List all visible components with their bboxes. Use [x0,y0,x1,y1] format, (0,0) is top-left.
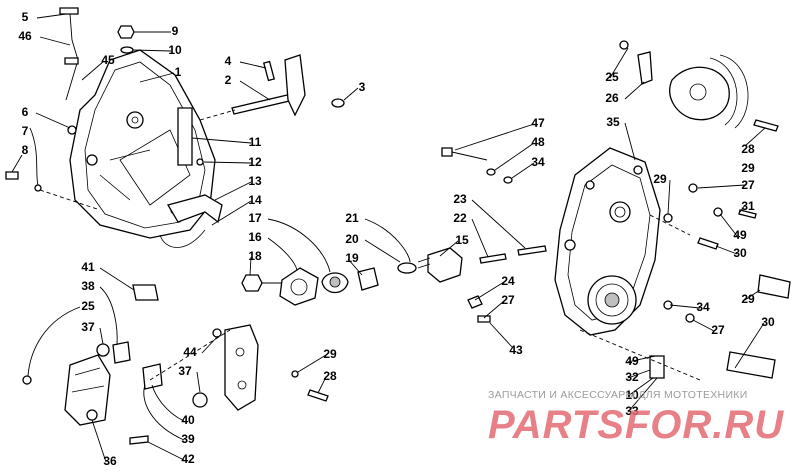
callout-label: 10 [168,43,182,57]
callout-label: 37 [81,320,95,334]
callout-label: 34 [531,155,545,169]
callout-label: 6 [22,105,29,119]
callout-label: 11 [249,135,262,149]
bottom-left-caliper-assembly [22,284,329,445]
callout-label: 29 [323,347,337,361]
callout-label: 31 [741,199,755,213]
callout-label: 7 [22,124,29,138]
callout-label: 4 [225,54,232,68]
callout-label: 42 [181,452,195,466]
top-right-disc-assembly [619,40,779,132]
callout-label: 27 [741,178,755,192]
callout-label: 29 [741,161,755,175]
right-gearcase-assembly [441,147,791,379]
callout-label: 13 [248,174,262,188]
alignment-lines [39,109,701,381]
callout-label: 20 [345,232,359,246]
callout-label: 24 [501,274,515,288]
callout-label: 46 [18,29,32,43]
watermark-brand: PARTSFOR.RU [488,403,784,447]
callout-label: 41 [81,260,95,274]
callout-label: 49 [733,228,747,242]
callout-label: 5 [22,10,29,24]
callout-label: 34 [696,300,710,314]
callout-label: 30 [733,246,747,260]
callout-label: 29 [653,172,667,186]
callout-label: 39 [181,432,195,446]
callout-label: 22 [453,211,467,225]
callout-label: 28 [741,142,755,156]
callout-label: 43 [509,343,523,357]
watermark-tagline: ЗАПЧАСТИ И АКСЕССУАРЫ ДЛЯ МОТОТЕХНИКИ [488,389,748,401]
shift-rod-assembly [231,54,345,117]
callout-label: 8 [22,143,29,157]
callout-label: 49 [625,354,639,368]
callout-label: 35 [606,115,620,129]
center-drive-parts [241,245,547,323]
callout-label: 19 [345,251,359,265]
callout-label: 12 [248,155,262,169]
callout-label: 26 [605,91,619,105]
callout-label: 40 [181,413,195,427]
callout-label: 21 [345,211,359,225]
callout-label: 9 [172,24,179,38]
callout-label: 25 [605,70,619,84]
callout-label: 30 [761,315,775,329]
watermark: ЗАПЧАСТИ И АКСЕССУАРЫ ДЛЯ МОТОТЕХНИКИ PA… [488,389,784,447]
leader-lines [11,13,766,463]
callout-label: 45 [101,53,115,67]
callout-label: 47 [531,116,545,130]
callout-label: 25 [81,299,95,313]
callout-label: 23 [453,192,467,206]
callout-label: 38 [81,279,95,293]
callout-label: 18 [248,249,262,263]
callout-label: 29 [741,292,755,306]
callout-label: 14 [248,193,262,207]
callout-label: 17 [248,211,262,225]
callout-label: 27 [711,323,725,337]
callout-label: 48 [531,135,545,149]
callout-label: 10 [625,388,639,402]
callout-label: 16 [248,230,262,244]
callout-label: 32 [625,370,639,384]
callout-label: 15 [455,233,469,247]
callout-label: 33 [625,404,639,418]
callout-label: 27 [501,293,515,307]
callout-label: 2 [225,73,232,87]
callout-label: 37 [178,364,192,378]
left-cover-assembly [5,7,223,248]
callout-label: 36 [103,454,117,468]
callout-label: 1 [175,65,182,79]
callout-label: 3 [359,80,366,94]
callout-label: 28 [323,369,337,383]
callout-label: 44 [183,345,197,359]
